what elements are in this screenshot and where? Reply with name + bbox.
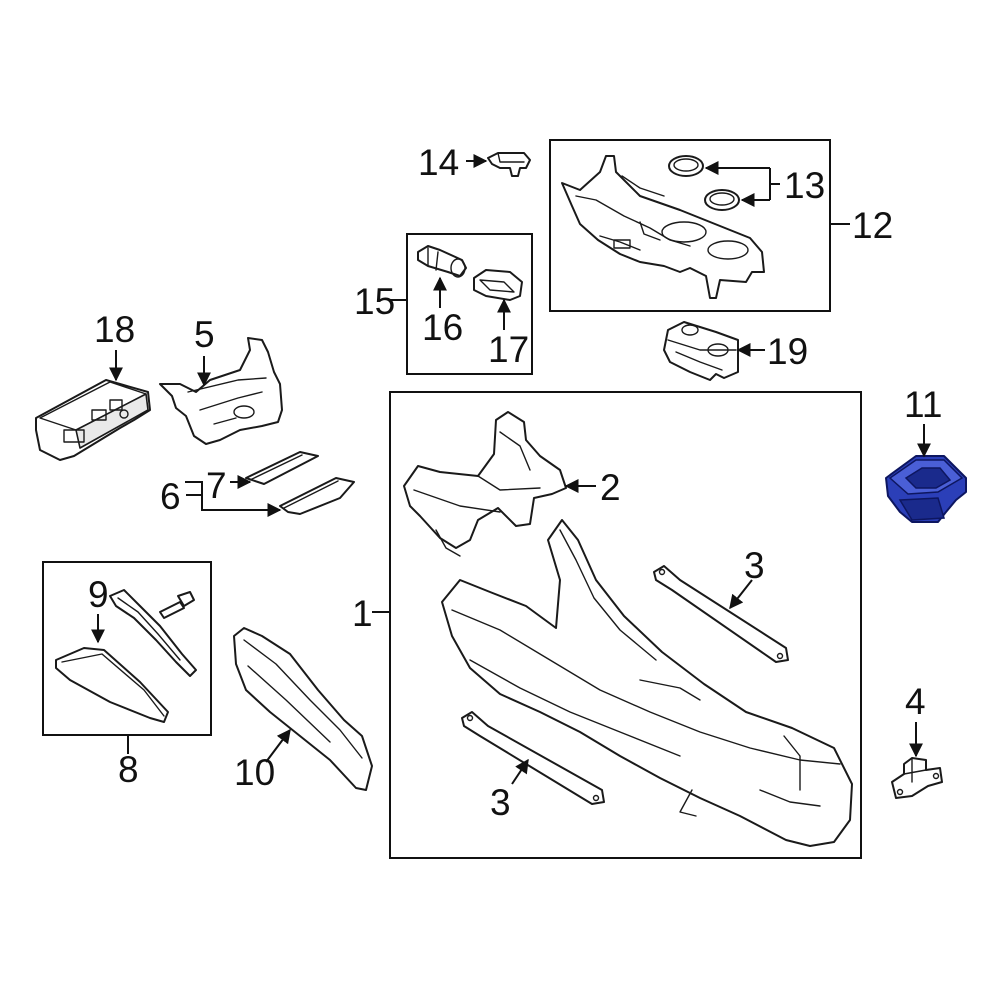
- leader-3a: [729, 579, 753, 610]
- part-16-lighter-element[interactable]: [417, 245, 467, 278]
- frame-12: [549, 139, 831, 312]
- callout-18: 18: [94, 309, 135, 350]
- part-8-bolt[interactable]: [159, 591, 195, 619]
- part-9-trim-bar[interactable]: [109, 589, 197, 677]
- part-6-trim-strip[interactable]: [279, 477, 355, 515]
- callout-8: 8: [118, 749, 139, 790]
- callout-6: 6: [160, 476, 181, 517]
- callout-14: 14: [418, 142, 459, 183]
- part-8-side-panel[interactable]: [55, 647, 169, 723]
- callout-13: 13: [784, 165, 825, 206]
- callout-12: 12: [852, 205, 893, 246]
- part-19-switch-module[interactable]: [663, 321, 739, 381]
- part-10-side-trim[interactable]: [233, 627, 373, 791]
- callout-5: 5: [194, 314, 215, 355]
- callout-9: 9: [88, 574, 109, 615]
- callout-3a: 3: [744, 545, 765, 586]
- part-17-lighter-socket[interactable]: [473, 269, 523, 301]
- part-12-cupholder-console[interactable]: [561, 155, 765, 299]
- callout-2: 2: [600, 467, 621, 508]
- part-3-strip-upper[interactable]: [653, 565, 789, 663]
- part-1-console-body[interactable]: [441, 519, 853, 847]
- part-13-cup-ring-lower[interactable]: [704, 189, 740, 211]
- callout-1: 1: [352, 593, 373, 634]
- callout-3b: 3: [490, 782, 511, 823]
- part-2-console-bracket[interactable]: [403, 411, 567, 557]
- part-3-strip-lower[interactable]: [461, 711, 605, 805]
- part-5-bracket[interactable]: [159, 337, 283, 445]
- part-7-trim-strip[interactable]: [245, 451, 319, 485]
- part-14-clip[interactable]: [487, 152, 531, 177]
- frame-15: [406, 233, 533, 375]
- callout-7: 7: [206, 465, 227, 506]
- callout-10: 10: [234, 752, 275, 793]
- part-11-cupholder-insert-highlighted[interactable]: [885, 455, 967, 523]
- callout-19: 19: [767, 331, 808, 372]
- callout-11: 11: [904, 384, 942, 425]
- callout-4: 4: [905, 681, 926, 722]
- part-18-control-panel[interactable]: [35, 379, 151, 461]
- callout-17: 17: [488, 329, 529, 370]
- frame-1: [389, 391, 862, 859]
- leader-10: [265, 728, 291, 763]
- leader-3b: [511, 758, 529, 785]
- callout-16: 16: [422, 307, 463, 348]
- part-13-cup-ring-upper[interactable]: [668, 155, 704, 177]
- part-4-mount-bracket[interactable]: [891, 757, 943, 799]
- callout-15: 15: [354, 281, 395, 322]
